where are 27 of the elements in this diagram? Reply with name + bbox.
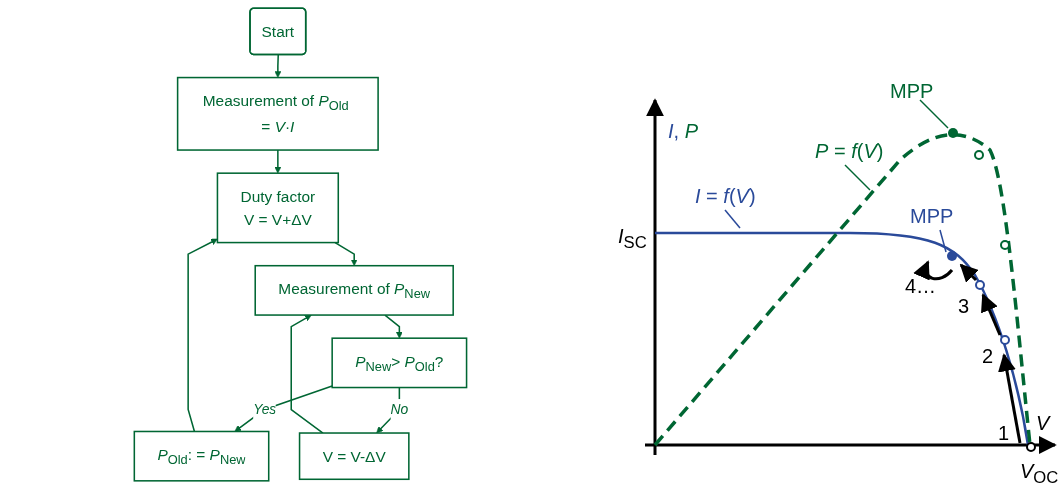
mpp-label: MPP: [890, 80, 949, 129]
arrow: [234, 385, 333, 432]
node-box: Measurement of P$_{Old}$ = V·I: [176, 76, 379, 151]
step-number: 1: [998, 421, 1010, 446]
step-number: 2: [982, 344, 994, 369]
axis-tick-label: V$_{OC}$: [1020, 459, 1059, 488]
arrow: [333, 241, 358, 266]
curve-label: I = f(V): [695, 185, 756, 229]
axis-label: I, P: [668, 119, 699, 144]
node-box: Measurement of P$_{New}$: [254, 264, 454, 316]
arrow: [274, 149, 281, 174]
step-number: 4…: [905, 274, 937, 299]
curve-label: P = f(V): [815, 140, 884, 191]
node-box: P$_{Old}$: = P$_{New}$: [133, 430, 270, 482]
arrow: [290, 314, 324, 434]
mpp-label: MPP: [910, 205, 954, 253]
step-number: 3: [958, 294, 970, 319]
arrow: [383, 314, 403, 339]
edge-label: No: [390, 401, 408, 417]
node-box: Duty factor V = V+ΔV: [216, 172, 339, 244]
arrow: [186, 238, 218, 433]
node-box: P$_{New}$> P$_{Old}$?: [330, 337, 467, 389]
arrow: [274, 54, 281, 78]
axis-label: V: [1036, 411, 1050, 436]
node-box: V = V-ΔV: [298, 432, 410, 481]
axis-tick-label: I$_{SC}$: [618, 224, 647, 253]
edge-label: Yes: [252, 401, 276, 417]
